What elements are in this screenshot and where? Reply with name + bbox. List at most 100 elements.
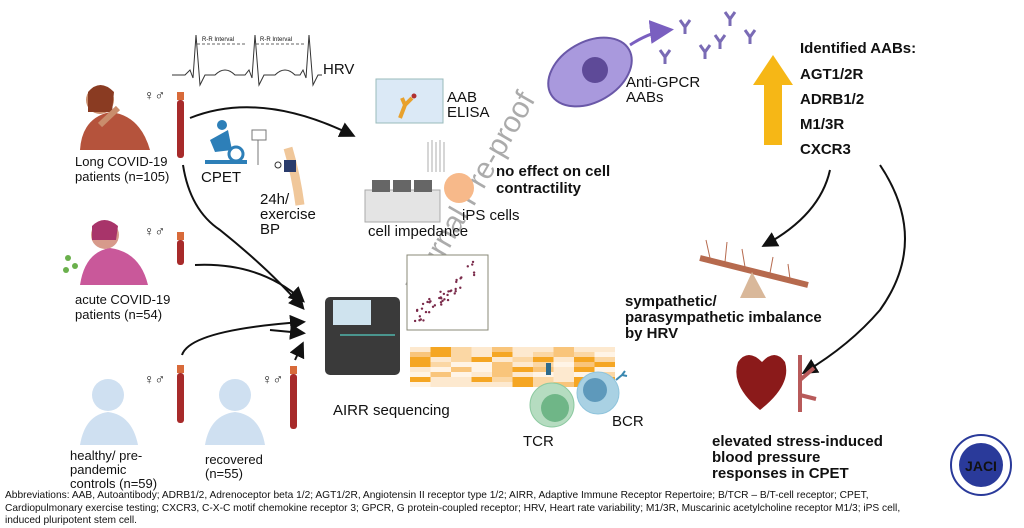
heatmap-cell bbox=[574, 372, 595, 377]
ips-cells-label: iPS cells bbox=[462, 207, 520, 224]
heatmap-cell bbox=[471, 352, 492, 357]
scatter-dot bbox=[455, 278, 458, 282]
aab-item: M1/3R bbox=[800, 116, 844, 133]
scatter-dot bbox=[442, 292, 446, 296]
heatmap-cell bbox=[492, 347, 513, 352]
flow-arrows bbox=[181, 106, 356, 361]
scatter-dot bbox=[446, 293, 449, 297]
elisa-well-icon bbox=[375, 78, 444, 124]
aab-item: AGT1/2R bbox=[800, 66, 864, 83]
heatmap-cell bbox=[410, 352, 431, 357]
heatmap-cell bbox=[574, 357, 595, 362]
bcr-label: BCR bbox=[612, 413, 644, 430]
scatter-dot bbox=[454, 287, 457, 291]
heatmap-cell bbox=[594, 347, 615, 352]
heatmap-cell bbox=[430, 372, 451, 377]
tcr-cell-icon bbox=[529, 363, 575, 428]
heatmap-cell bbox=[553, 357, 574, 362]
heatmap-cell bbox=[574, 362, 595, 367]
scatter-dot bbox=[422, 319, 425, 322]
seesaw-balance-icon bbox=[699, 239, 809, 298]
recovered-person-icon bbox=[205, 379, 265, 445]
scatter-dot bbox=[424, 310, 428, 314]
heatmap-cell bbox=[553, 372, 574, 377]
heatmap-cell bbox=[512, 367, 533, 372]
heatmap-cell bbox=[410, 367, 431, 372]
heatmap-cell bbox=[492, 362, 513, 367]
heatmap-cell bbox=[471, 367, 492, 372]
scatter-dot bbox=[426, 300, 429, 304]
heatmap-cell bbox=[410, 372, 431, 377]
aab-item: ADRB1/2 bbox=[800, 91, 864, 108]
blood-tube-icon bbox=[177, 92, 297, 429]
scatter-dot bbox=[459, 277, 462, 280]
ecg-trace: R-R Interval R-R Interval HRV bbox=[172, 34, 354, 87]
scatter-dot bbox=[466, 265, 469, 268]
heatmap-cell bbox=[451, 372, 472, 377]
scatter-dot bbox=[418, 315, 422, 318]
heatmap-cell bbox=[471, 347, 492, 352]
heatmap-cell bbox=[594, 352, 615, 357]
scatter-dot bbox=[455, 280, 458, 284]
long-covid-patient-icon bbox=[80, 85, 150, 150]
arrow-to-bp bbox=[801, 164, 906, 375]
heatmap-cell bbox=[451, 347, 472, 352]
heatmap-cell bbox=[553, 347, 574, 352]
heatmap-cell bbox=[553, 352, 574, 357]
heatmap-cell bbox=[430, 377, 451, 382]
heatmap-cell bbox=[512, 347, 533, 352]
scatter-dot bbox=[415, 308, 419, 312]
heatmap-cell bbox=[492, 382, 513, 387]
cpet-label: CPET bbox=[201, 169, 241, 186]
heatmap-cell bbox=[430, 362, 451, 367]
heatmap-cell bbox=[451, 362, 472, 367]
heatmap-cell bbox=[574, 352, 595, 357]
blood-pressure-arm-icon bbox=[274, 146, 305, 206]
bcr-cell-icon bbox=[576, 370, 628, 415]
heatmap-cell bbox=[492, 372, 513, 377]
scatter-plot-icon bbox=[406, 254, 489, 331]
scatter-dot bbox=[443, 298, 446, 301]
heatmap-cell bbox=[553, 362, 574, 367]
plasma-cell-icon bbox=[547, 36, 633, 108]
gender-symbol: ♀♂ bbox=[144, 223, 165, 239]
healthy-control-icon bbox=[80, 379, 138, 445]
scatter-dot bbox=[447, 290, 450, 293]
cell-impedance-label: cell impedance bbox=[368, 223, 468, 240]
heatmap-cell bbox=[594, 362, 615, 367]
heatmap-cell bbox=[430, 367, 451, 372]
heatmap-cell bbox=[553, 382, 574, 387]
svg-text:JACI: JACI bbox=[965, 458, 997, 474]
antibody-icons bbox=[658, 11, 757, 64]
scatter-dot bbox=[449, 289, 453, 292]
sequencer-icon bbox=[325, 297, 400, 375]
heatmap-cell bbox=[451, 357, 472, 362]
scatter-dot bbox=[472, 271, 476, 274]
scatter-dot bbox=[428, 297, 431, 301]
scatter-dot bbox=[453, 292, 456, 295]
heatmap-cell bbox=[471, 372, 492, 377]
scatter-dot bbox=[439, 290, 442, 293]
abbreviations-footnote: Abbreviations: AAB, Autoantibody; ADRB1/… bbox=[5, 490, 901, 526]
heatmap-cell bbox=[410, 357, 431, 362]
recovered-label: recovered(n=55) bbox=[205, 452, 263, 481]
heatmap-cell bbox=[471, 362, 492, 367]
heatmap-cell bbox=[594, 357, 615, 362]
heatmap-cell bbox=[512, 377, 533, 382]
scatter-dot bbox=[446, 298, 450, 302]
heatmap-cell bbox=[512, 352, 533, 357]
heatmap-cell bbox=[471, 357, 492, 362]
heatmap-cell bbox=[512, 382, 533, 387]
heatmap-cell bbox=[410, 382, 431, 387]
heatmap-cell bbox=[430, 347, 451, 352]
heatmap-cell bbox=[451, 382, 472, 387]
heatmap-cell bbox=[574, 347, 595, 352]
scatter-dot bbox=[454, 289, 457, 293]
heatmap-cell bbox=[451, 367, 472, 372]
heatmap-cell bbox=[430, 357, 451, 362]
rr-interval-label: R-R Interval bbox=[260, 37, 292, 43]
